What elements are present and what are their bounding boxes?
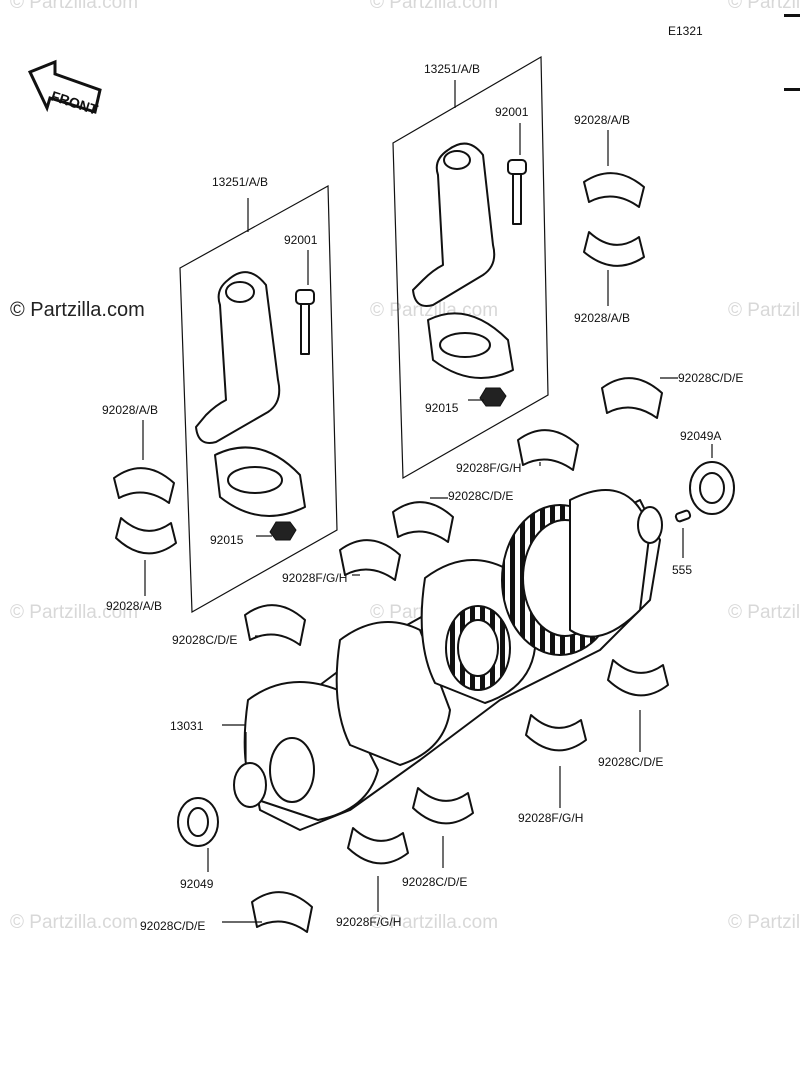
callout-92028ab: 92028/A/B: [106, 599, 162, 613]
callout-92028fgh: 92028F/G/H: [518, 811, 583, 825]
callout-92028cde: 92028C/D/E: [678, 371, 743, 385]
callout-92015: 92015: [210, 533, 244, 547]
diagram-code: E1321: [668, 24, 703, 38]
callout-92028cde: 92028C/D/E: [598, 755, 663, 769]
watermark: © Partzilla.com: [728, 300, 800, 321]
main-bearing: 92028C/D/E: [402, 787, 474, 889]
main-bearing: 92028C/D/E: [392, 489, 513, 543]
callout-13251: 13251/A/B: [212, 175, 268, 189]
callout-555: 555: [672, 563, 692, 577]
callout-92028ab: 92028/A/B: [102, 403, 158, 417]
rod-bearing: 92028/A/B: [106, 517, 177, 613]
connecting-rod: [412, 142, 496, 307]
watermark: © Partzilla.com: [10, 912, 138, 933]
callout-92028cde: 92028C/D/E: [448, 489, 513, 503]
connecting-rod: [195, 271, 281, 444]
main-bearing: 92028F/G/H: [336, 827, 409, 929]
watermarks: © Partzilla.com © Partzilla.com © Partzi…: [10, 0, 800, 933]
watermark: © Partzilla.com: [728, 602, 800, 623]
callout-13031: 13031: [170, 719, 204, 733]
watermark: © Partzilla.com: [10, 602, 138, 623]
callout-92049a: 92049A: [680, 429, 721, 443]
callout-92028fgh: 92028F/G/H: [282, 571, 347, 585]
callout-92015: 92015: [425, 401, 459, 415]
callout-92028cde: 92028C/D/E: [172, 633, 237, 647]
dowel-pin: 555: [672, 509, 692, 577]
edge-mark: [784, 14, 800, 17]
watermark: © Partzilla.com: [728, 912, 800, 933]
group-outline: [392, 55, 549, 480]
callout-92028fgh: 92028F/G/H: [336, 915, 401, 929]
edge-mark: [784, 88, 800, 91]
watermark: © Partzilla.com: [728, 0, 800, 13]
callout-92049: 92049: [180, 877, 214, 891]
watermark-prominent: © Partzilla.com: [10, 299, 145, 321]
rod-nut: [479, 387, 507, 407]
oil-seal: 92049A: [680, 429, 735, 515]
main-bearing: 92028C/D/E: [598, 659, 669, 769]
rod-bolt: [507, 159, 527, 175]
main-bearing: 92028F/G/H: [518, 714, 587, 825]
front-arrow-icon: FRONT: [27, 59, 102, 118]
group-outline: [179, 184, 338, 614]
callout-92028fgh: 92028F/G/H: [456, 461, 521, 475]
main-bearing: 92028C/D/E: [140, 891, 313, 933]
callout-92028ab: 92028/A/B: [574, 113, 630, 127]
watermark: © Partzilla.com: [370, 0, 498, 13]
main-bearing: 92028C/D/E: [601, 371, 743, 419]
rod-bolt: [295, 289, 315, 305]
crankshaft: 13031: [170, 489, 663, 831]
callout-92028cde: 92028C/D/E: [402, 875, 467, 889]
rod-bearing: 92028/A/B: [102, 403, 175, 504]
rod-nut: [269, 521, 297, 541]
watermark: © Partzilla.com: [370, 912, 498, 933]
conrod-group-left: 13251/A/B 92001 92015: [179, 175, 338, 614]
main-bearing: 92028F/G/H: [456, 429, 579, 475]
conrod-group-right: 13251/A/B 92001 92015: [392, 55, 549, 480]
oil-seal: 92049: [177, 797, 219, 891]
callout-92028ab: 92028/A/B: [574, 311, 630, 325]
callout-92001: 92001: [284, 233, 318, 247]
main-bearing: 92028F/G/H: [282, 539, 401, 585]
rod-bearing: 92028/A/B: [574, 231, 645, 325]
rod-bearing: 92028/A/B: [574, 113, 645, 208]
callout-92028cde: 92028C/D/E: [140, 919, 205, 933]
callout-92001: 92001: [495, 105, 529, 119]
watermark: © Partzilla.com: [10, 0, 138, 13]
callout-13251: 13251/A/B: [424, 62, 480, 76]
main-bearing: 92028C/D/E: [172, 604, 306, 647]
